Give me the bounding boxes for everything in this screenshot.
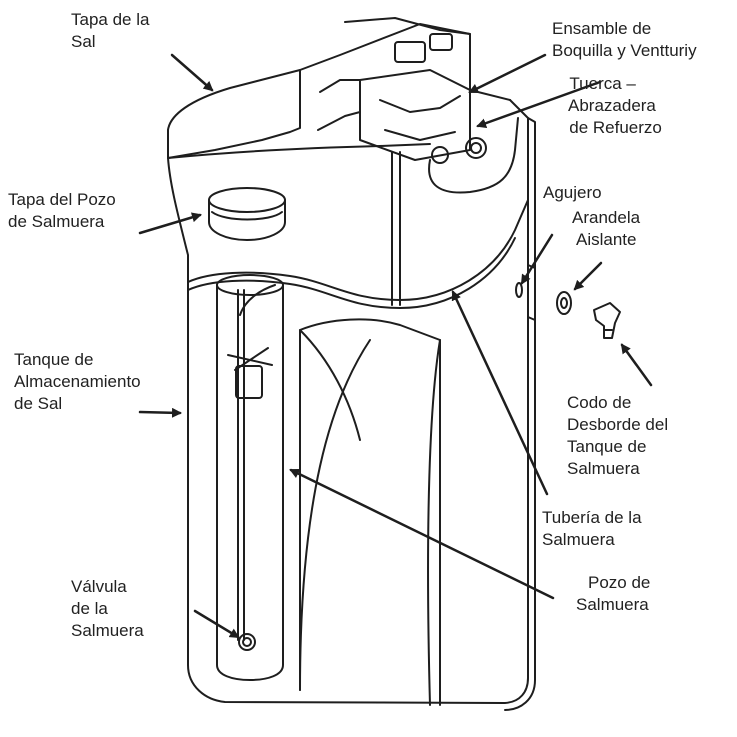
overflow-hole	[515, 282, 523, 298]
brine-valve	[238, 633, 256, 651]
label-tapa-pozo: Tapa del Pozo de Salmuera	[8, 190, 116, 231]
cabinet-right-side	[504, 99, 536, 711]
brine-well-tube	[216, 284, 284, 681]
valve-block	[359, 69, 471, 161]
leader-ensamble	[468, 53, 547, 94]
brine-line-loop	[428, 117, 519, 194]
label-ensamble: Ensamble de Boquilla y Ventturiy	[552, 19, 697, 60]
leader-tapa-sal	[170, 53, 214, 92]
leader-arandela	[573, 261, 603, 291]
label-pozo: Pozo de Salmuera	[576, 573, 651, 614]
leader-tanque	[138, 407, 182, 418]
lid-lower-edge	[167, 143, 431, 159]
leader-tapa-pozo	[138, 212, 202, 235]
leader-tuerca	[476, 80, 602, 128]
label-tanque: Tanque de Almacenamiento de Sal	[14, 350, 141, 413]
label-agujero: Agujero	[543, 183, 602, 202]
front-recess	[299, 318, 441, 706]
label-codo: Codo de Desborde del Tanque de Salmuera	[567, 393, 669, 478]
overflow-elbow	[593, 302, 621, 339]
label-valvula: Válvula de la Salmuera	[71, 577, 144, 640]
leader-agujero	[520, 233, 554, 285]
label-tapa-sal: Tapa de la Sal	[71, 10, 150, 51]
leader-tuberia	[451, 290, 549, 496]
label-arandela: Arandela Aislante	[572, 208, 641, 249]
leader-valvula	[193, 609, 240, 639]
label-tuberia: Tubería de la Salmuera	[542, 508, 642, 549]
leader-pozo	[289, 468, 555, 600]
label-tuerca: Tuerca – Abrazadera de Refuerzo	[568, 74, 662, 137]
inner-curve	[187, 199, 529, 301]
brine-well-cap	[208, 187, 286, 213]
cabinet-outline	[167, 69, 301, 159]
leader-codo	[620, 343, 653, 387]
salt-lid	[167, 117, 529, 704]
insulating-washer	[556, 291, 572, 315]
